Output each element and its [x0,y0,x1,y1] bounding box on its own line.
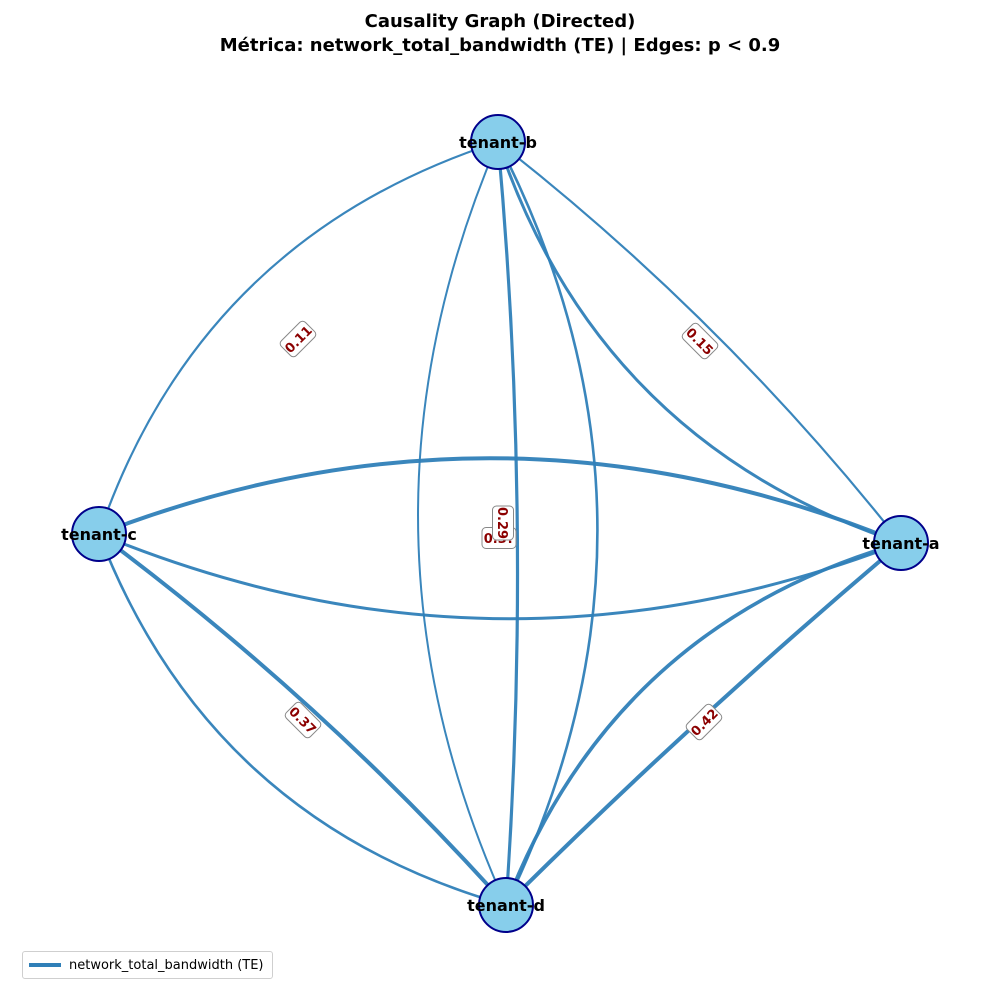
node-label: tenant-c [61,525,137,544]
node-circle [873,515,929,571]
edge-label-box [492,505,514,541]
node-tenant-a: tenant-a [862,515,940,571]
edge-tenant-c-to-tenant-d-8 [97,533,507,907]
legend: network_total_bandwidth (TE) [22,951,273,979]
legend-line-swatch [29,963,61,967]
edge-tenant-a-to-tenant-d-11 [504,541,902,906]
edge-label-box [681,322,719,360]
edge-label-tenant-c-tenant-b: 0.11 [279,320,317,358]
edge-label-text: 0.29 [494,507,509,539]
edge-label-tenant-a-tenant-d: 0.42 [685,703,723,741]
edge-label-tenant-b-tenant-d: 0.29 [492,505,514,541]
nodes-layer: tenant-a tenant-b tenant-c tenant-d [61,114,940,933]
edge-tenant-c-to-tenant-a-6 [98,456,902,545]
node-label: tenant-b [459,133,537,152]
edge-labels-layer: 0.110.150.3?0.290.370.42 [279,320,723,741]
node-tenant-d: tenant-d [467,877,545,933]
edge-label-box [284,701,322,739]
edge-label-tenant-c-tenant-d: 0.37 [284,701,322,739]
legend-label: network_total_bandwidth (TE) [69,957,264,973]
title-line-2: Métrica: network_total_bandwidth (TE) | … [219,35,781,56]
edge-label-box [279,320,317,358]
edge-tenant-c-to-tenant-a-7 [98,532,902,621]
edge-tenant-b-to-tenant-d-5 [496,141,599,906]
node-label: tenant-d [467,896,545,915]
node-label: tenant-a [862,534,939,553]
title-line-1: Causality Graph (Directed) [364,11,636,32]
edge-tenant-b-to-tenant-a-2 [497,141,902,544]
node-circle [470,114,526,170]
edge-label-tenant-b-tenant-a: 0.15 [681,322,719,360]
node-circle [478,877,534,933]
edge-tenant-b-to-tenant-c-0 [97,140,499,535]
edge-tenant-c-to-tenant-d-9 [97,532,508,907]
node-tenant-c: tenant-c [61,506,137,562]
edge-tenant-b-to-tenant-d-4 [496,141,520,906]
edge-label-box [685,703,723,741]
chart-title: Causality Graph (Directed) Métrica: netw… [0,10,1000,58]
node-tenant-b: tenant-b [459,114,537,170]
edge-tenant-b-to-tenant-d-3 [417,141,507,906]
node-circle [71,506,127,562]
